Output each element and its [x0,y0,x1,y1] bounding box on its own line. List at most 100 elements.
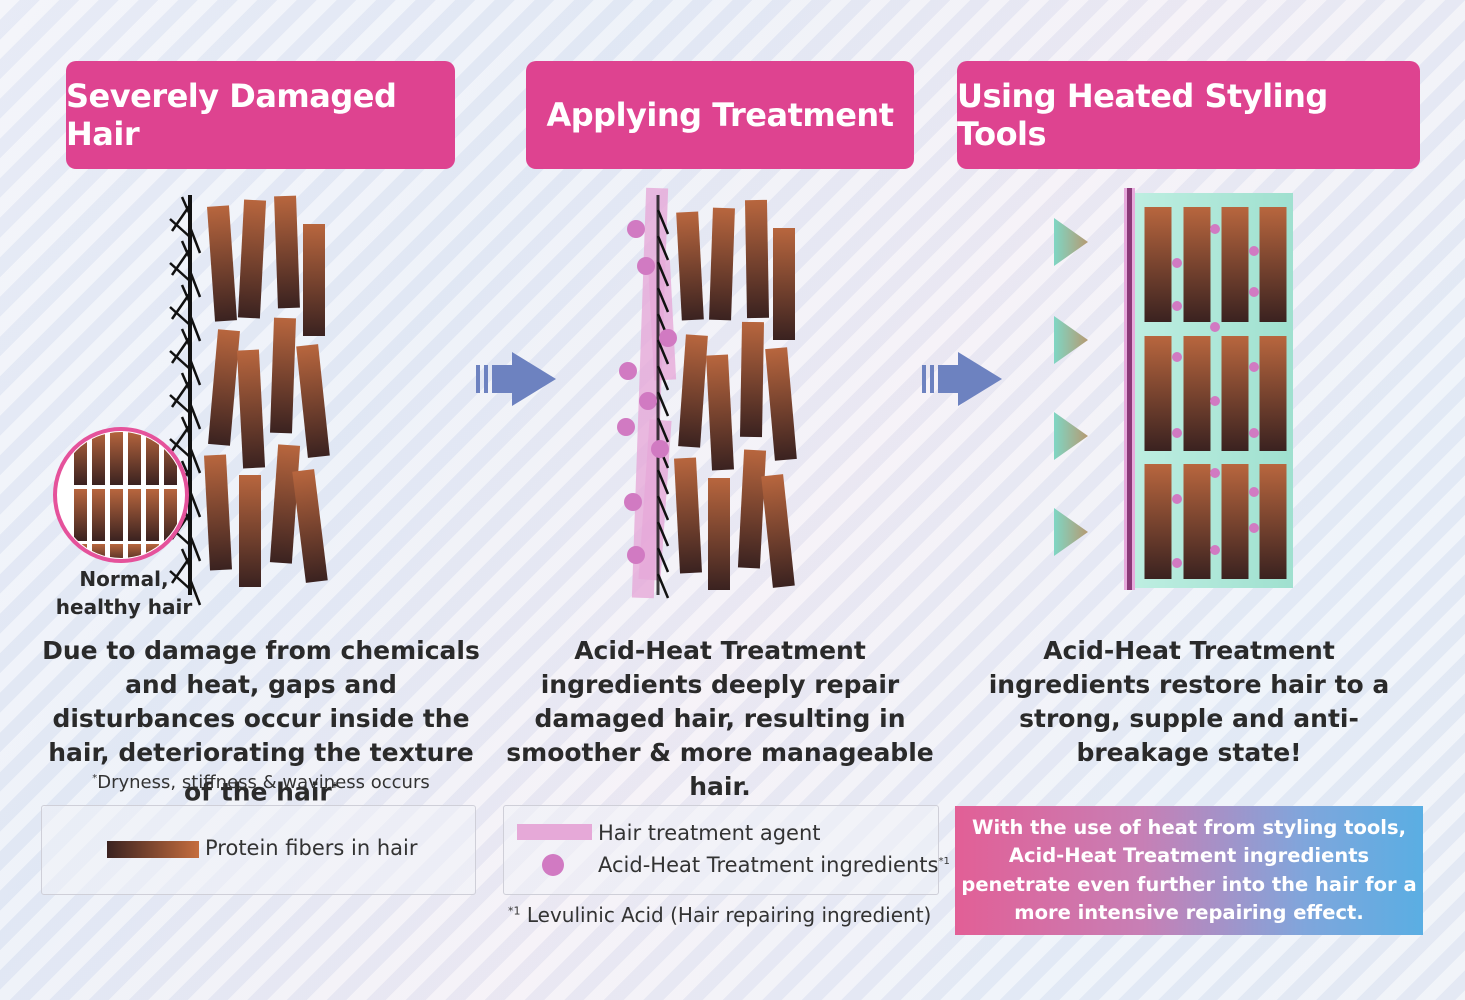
ingredient-dot [619,362,637,380]
treatment-agent-strip [647,259,677,381]
protein-fiber [208,329,240,446]
panel-2-title: Applying Treatment [526,61,914,169]
ingredient-dot [1172,352,1182,362]
healthy-fiber [110,544,123,558]
healthy-fiber [92,489,105,541]
cuticle-spike [188,534,202,562]
cuticle-spike [180,416,192,436]
cuticle-spike [656,365,670,391]
protein-fiber [1221,336,1249,451]
ingredient-dot [1249,487,1259,497]
ingredient-dot-icon [542,854,564,876]
protein-fiber [737,449,767,569]
healthy-fiber [128,432,141,485]
inset-label-line1: Normal, [79,567,169,591]
protein-fiber [237,199,267,319]
healthy-fiber [74,489,87,541]
ingredient-dots [617,220,677,564]
treatment-agent-swatch [517,824,592,840]
protein-fiber [1183,336,1211,451]
protein-fiber [207,205,237,322]
cuticle-spike [180,328,192,348]
healthy-fiber [146,432,159,485]
protein-fiber [1183,207,1211,322]
protein-fiber [678,334,708,448]
protein-fiber [676,211,704,321]
ingredient-dot [1249,523,1259,533]
ingredient-dot [1210,322,1220,332]
cuticle-spike [656,469,670,495]
protein-fiber [773,228,795,340]
cuticle-spike [188,446,202,474]
arrow-right-icon [476,352,556,406]
ingredient-label-mark: *1 [938,856,950,867]
heat-info-text: With the use of heat from styling tools,… [961,815,1417,925]
ingredient-label-text: Acid-Heat Treatment ingredients [598,853,939,877]
protein-fiber [674,457,702,574]
protein-fiber [303,224,325,336]
protein-fiber [204,454,232,571]
healthy-fiber [128,489,141,541]
protein-fiber [1259,336,1287,451]
ingredient-dot [1172,258,1182,268]
treatment-agent-label: Hair treatment agent [598,821,821,845]
treatment-agent-layer [631,187,677,599]
protein-fiber [236,349,266,469]
healthy-hair-inset [53,427,189,563]
panel-1-description-mark: * [331,780,338,794]
ingredient-dot [627,220,645,238]
cuticle-spike [656,391,670,417]
protein-fiber [1144,336,1172,451]
cuticle-spike [656,209,670,235]
heat-triangles [1054,218,1088,556]
panel-1-footnote-mark: * [92,773,98,784]
ingredient-dot [1210,468,1220,478]
protein-fiber [1221,464,1249,579]
protein-fiber [709,207,735,321]
protein-fiber [708,478,730,590]
panel-3-title: Using Heated Styling Tools [957,61,1420,169]
ingredient-dot [1249,428,1259,438]
protein-fiber [765,347,797,461]
protein-fiber [296,344,330,458]
panel-2-description: Acid-Heat Treatment ingredients deeply r… [506,636,934,801]
ingredient-dot [659,329,677,347]
ingredient-dot [1172,301,1182,311]
legend-protein: Protein fibers in hair [41,805,476,895]
ingredient-dot [624,493,642,511]
heat-triangle-icon [1054,412,1088,460]
cuticle-spike [169,570,191,590]
protein-fiber [761,474,795,588]
cuticle-spike [180,284,192,304]
protein-fiber [739,321,765,438]
cuticle-spike [656,235,670,261]
cuticle-spike [180,460,192,480]
ingredient-label: Acid-Heat Treatment ingredients*1 [598,853,950,877]
levulinic-footnote-text: Levulinic Acid (Hair repairing ingredien… [526,903,932,927]
ingredient-dot [1172,428,1182,438]
inset-label: Normal, healthy hair [44,565,204,621]
protein-fiber [274,195,300,309]
cuticle-spike [656,339,670,365]
protein-fiber [1221,207,1249,322]
ingredient-dot [1210,396,1220,406]
heat-triangle-icon [1054,218,1088,266]
protein-fiber-label: Protein fibers in hair [205,836,418,860]
cuticle-spike [188,490,202,518]
panel-1-footnote-text: Dryness, stiffness & waviness occurs [97,772,430,793]
cuticle-spike [180,196,192,216]
panel-1-description: Due to damage from chemicals and heat, g… [32,634,490,809]
protein-fiber [269,317,297,434]
cuticle-spike [656,521,670,547]
healthy-fiber [164,489,177,541]
ingredient-dot [1210,545,1220,555]
cuticle-spike [188,402,202,430]
healthy-fiber [164,544,177,558]
panel-3-description: Acid-Heat Treatment ingredients restore … [988,636,1390,767]
healthy-fiber [128,544,141,558]
panel-1-footnote: *Dryness, stiffness & waviness occurs [32,772,490,793]
protein-fiber [239,475,261,587]
protein-fiber [1183,464,1211,579]
treated-cuticle-spine [656,195,670,599]
